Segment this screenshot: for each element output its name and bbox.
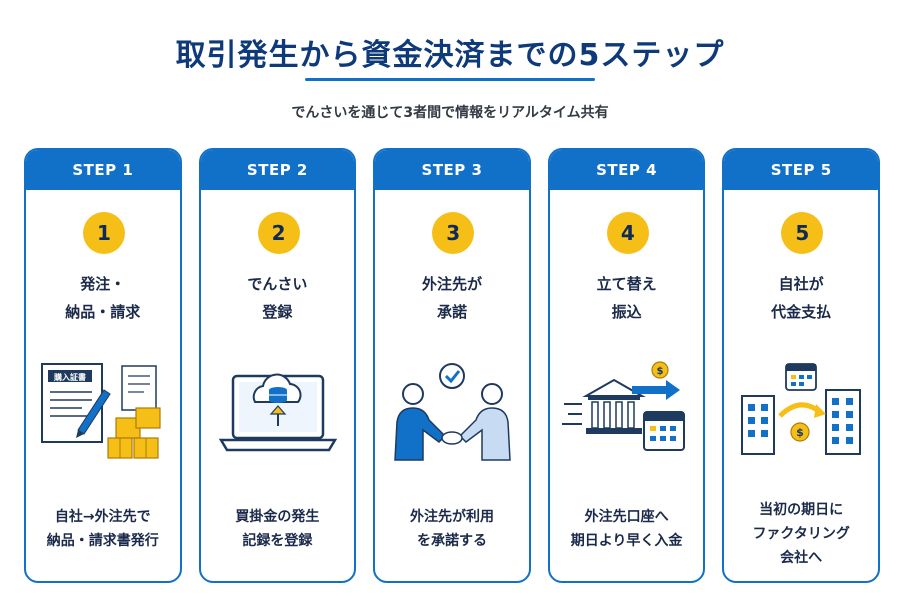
svg-text:$: $ [656, 366, 663, 377]
step-label: 自社が 代金支払 [724, 270, 878, 326]
step-header: STEP 1 [26, 150, 180, 190]
step-label-line: 承諾 [436, 303, 467, 321]
step-label-line: 振込 [611, 303, 642, 321]
step-card-3: STEP 3 3 外注先が 承諾 外注先が利用 を承諾する [373, 148, 531, 583]
step-header: STEP 5 [724, 150, 878, 190]
step-label-line: 納品・請求 [65, 303, 141, 321]
step-card-1: STEP 1 1 発注・ 納品・請求 購入証書 [24, 148, 182, 583]
step-desc-line: 納品・請求書発行 [46, 533, 159, 549]
step-desc-line: 会社へ [780, 550, 823, 566]
step-number-badge: 1 [83, 212, 125, 254]
step-description: 外注先が利用 を承諾する [375, 505, 529, 553]
step-number-badge: 4 [606, 212, 649, 254]
buildings-payment-icon: $ [741, 363, 862, 455]
step-label-line: 外注先が [421, 275, 482, 293]
step-desc-line: 外注先口座へ [584, 509, 669, 525]
step-desc-line: ファクタリング [752, 526, 850, 542]
step-desc-line: 期日より早く入金 [570, 533, 683, 549]
step-card-5: STEP 5 5 自社が 代金支払 [722, 148, 880, 583]
step-description: 自社→外注先で 納品・請求書発行 [26, 505, 180, 553]
step-description: 買掛金の発生 記録を登録 [201, 505, 355, 553]
step-description: 当初の期日に ファクタリング 会社へ [724, 498, 878, 570]
step-label-line: 立て替え [596, 275, 657, 293]
step-desc-line: 買掛金の発生 [235, 509, 320, 525]
step-header: STEP 2 [200, 150, 355, 190]
step-number-badge: 3 [432, 212, 475, 254]
bank-transfer-calendar-icon: $ [561, 361, 685, 451]
step-number-badge: 5 [781, 212, 824, 254]
purchase-order-boxes-icon: 購入証書 [41, 363, 161, 459]
page-title: 取引発生から資金決済までの5ステップ [175, 38, 725, 73]
step-card-2: STEP 2 2 でんさい 登録 買掛金の発生 記録を登録 [198, 148, 357, 583]
handshake-check-icon [394, 363, 511, 461]
laptop-cloud-database-icon [218, 373, 337, 452]
step-label: 外注先が 承諾 [375, 270, 529, 326]
page-subtitle: でんさいを通じて3者間で情報をリアルタイム共有 [291, 105, 609, 121]
step-label: 立て替え 振込 [550, 270, 704, 326]
step-desc-line: 当初の期日に [759, 502, 844, 518]
title-underline [305, 78, 595, 81]
step-card-4: STEP 4 4 立て替え 振込 $ [547, 148, 706, 583]
step-header: STEP 3 [375, 150, 529, 190]
doc-label: 購入証書 [53, 372, 86, 382]
step-header: STEP 4 [549, 150, 704, 190]
svg-text:$: $ [797, 426, 805, 439]
step-label-line: 登録 [262, 303, 293, 321]
step-label-line: 発注・ [80, 275, 126, 293]
step-label-line: 自社が [778, 275, 824, 293]
step-desc-line: 外注先が利用 [409, 509, 494, 525]
step-label: でんさい 登録 [201, 270, 355, 326]
step-number-badge: 2 [257, 212, 300, 254]
step-description: 外注先口座へ 期日より早く入金 [550, 505, 704, 553]
step-desc-line: を承諾する [416, 533, 487, 549]
step-desc-line: 記録を登録 [242, 533, 313, 549]
steps-row: STEP 1 1 発注・ 納品・請求 購入証書 [24, 148, 880, 583]
step-label-line: でんさい [247, 275, 308, 293]
step-desc-line: 自社→外注先で [54, 509, 151, 525]
step-label-line: 代金支払 [771, 303, 832, 321]
step-label: 発注・ 納品・請求 [26, 270, 180, 326]
